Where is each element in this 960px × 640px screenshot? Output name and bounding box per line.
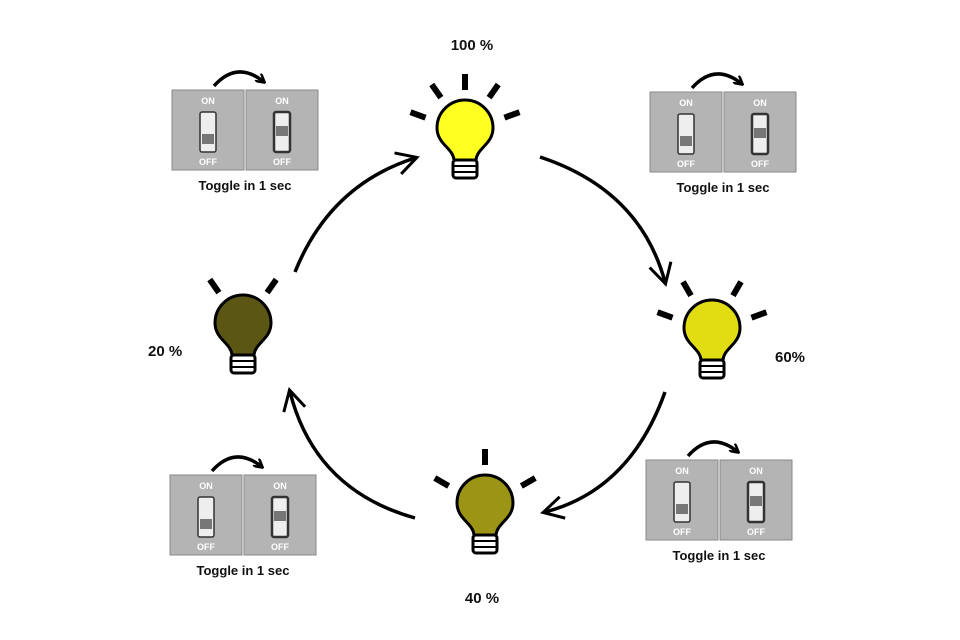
arrow-20-to-100 bbox=[293, 151, 420, 273]
switch-lever-icon bbox=[677, 113, 695, 155]
brightness-label: 20 % bbox=[148, 343, 182, 360]
switch-on: ON OFF bbox=[171, 89, 245, 171]
toggle-switch-panel: ON OFF ON OFF Toggle in 1 sec bbox=[169, 455, 317, 578]
switch-on: ON OFF bbox=[169, 474, 243, 556]
on-label: ON bbox=[273, 481, 287, 491]
light-rays-icon bbox=[409, 74, 521, 121]
bulb-60: 60% bbox=[656, 280, 805, 380]
on-label: ON bbox=[675, 466, 689, 476]
light-ray bbox=[264, 277, 279, 295]
toggle-caption: Toggle in 1 sec bbox=[197, 563, 290, 578]
brightness-label: 100 % bbox=[451, 37, 494, 54]
light-rays-icon bbox=[207, 277, 279, 295]
switch-lever-icon bbox=[197, 496, 215, 538]
light-bulb-icon bbox=[682, 298, 742, 380]
switch-off: ON OFF bbox=[243, 474, 317, 556]
on-label: ON bbox=[679, 98, 693, 108]
arrow-100-to-60 bbox=[539, 155, 673, 287]
arrow-60-to-40 bbox=[540, 391, 667, 520]
light-bulb-icon bbox=[455, 473, 515, 555]
switch-off: ON OFF bbox=[719, 459, 793, 541]
toggle-arrow-icon bbox=[686, 440, 738, 458]
light-bulb-icon bbox=[213, 293, 273, 375]
switch-lever-icon bbox=[673, 481, 691, 523]
cycle-arrows bbox=[282, 151, 673, 520]
off-label: OFF bbox=[273, 157, 291, 167]
brightness-label: 60% bbox=[775, 349, 805, 366]
light-ray bbox=[656, 309, 674, 321]
light-ray bbox=[750, 309, 768, 321]
brightness-label: 40 % bbox=[465, 590, 499, 607]
arrow-40-to-20 bbox=[282, 387, 416, 520]
switch-on: ON OFF bbox=[649, 91, 723, 173]
light-rays-icon bbox=[433, 449, 537, 489]
off-label: OFF bbox=[197, 542, 215, 552]
switch-lever-icon bbox=[199, 111, 217, 153]
light-ray bbox=[409, 109, 427, 121]
off-label: OFF bbox=[673, 527, 691, 537]
on-label: ON bbox=[201, 96, 215, 106]
toggle-caption: Toggle in 1 sec bbox=[677, 180, 770, 195]
toggle-caption: Toggle in 1 sec bbox=[199, 178, 292, 193]
toggle-arrow-icon bbox=[690, 72, 742, 90]
off-label: OFF bbox=[199, 157, 217, 167]
bulb-100: 100 % bbox=[409, 37, 521, 180]
bulb-20: 20 % bbox=[148, 277, 279, 375]
toggle-caption: Toggle in 1 sec bbox=[673, 548, 766, 563]
light-ray bbox=[207, 277, 222, 295]
off-label: OFF bbox=[747, 527, 765, 537]
light-bulb-icon bbox=[435, 98, 495, 180]
switch-on: ON OFF bbox=[645, 459, 719, 541]
on-label: ON bbox=[199, 481, 213, 491]
switch-off: ON OFF bbox=[245, 89, 319, 171]
light-ray bbox=[486, 82, 501, 100]
light-rays-icon bbox=[656, 280, 768, 321]
light-ray bbox=[680, 280, 694, 298]
light-ray bbox=[503, 109, 521, 121]
toggle-switch-panel: ON OFF ON OFF Toggle in 1 sec bbox=[649, 72, 797, 195]
toggle-switch-panel: ON OFF ON OFF Toggle in 1 sec bbox=[645, 440, 793, 563]
light-ray bbox=[730, 280, 744, 298]
light-ray bbox=[433, 475, 451, 489]
off-label: OFF bbox=[677, 159, 695, 169]
light-ray bbox=[519, 475, 537, 489]
on-label: ON bbox=[753, 98, 767, 108]
off-label: OFF bbox=[271, 542, 289, 552]
off-label: OFF bbox=[751, 159, 769, 169]
toggle-arrow-icon bbox=[212, 70, 264, 88]
toggle-arrow-icon bbox=[210, 455, 262, 473]
switch-off: ON OFF bbox=[723, 91, 797, 173]
bulb-40: 40 % bbox=[433, 449, 537, 607]
light-ray bbox=[429, 82, 444, 100]
on-label: ON bbox=[749, 466, 763, 476]
on-label: ON bbox=[275, 96, 289, 106]
toggle-switch-panel: ON OFF ON OFF Toggle in 1 sec bbox=[171, 70, 319, 193]
